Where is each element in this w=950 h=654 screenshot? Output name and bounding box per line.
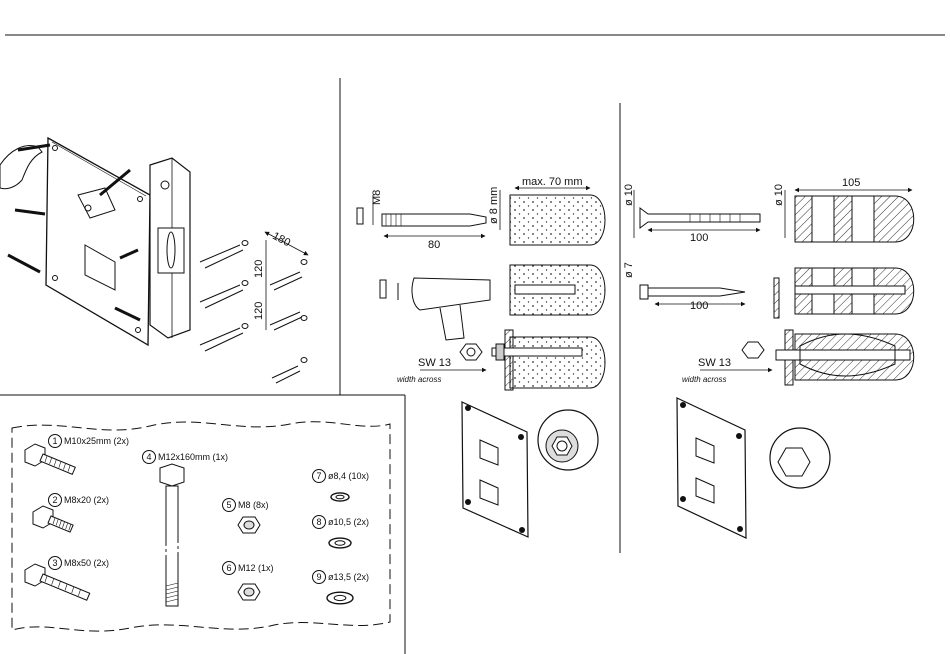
plate-with-nut-illustration-right [677,398,830,538]
part-item-3: 3 M8x50 (2x) [25,557,109,601]
plate-with-nut-illustration [462,402,598,537]
part-label: M8x50 (2x) [64,558,109,568]
dim-120-bottom: 120 [253,302,265,320]
part-item-6: 6 M12 (1x) [223,562,274,601]
part-label: ø8,4 (10x) [328,471,369,481]
bolt-icon [33,506,73,532]
hammer-icon [412,278,490,310]
dim-120-top: 120 [253,260,265,278]
part-label: M12 (1x) [238,563,274,573]
concrete-block-3 [510,337,605,388]
part-number: 2 [52,495,57,505]
concrete-anchor-diagram [357,188,605,390]
label-100-top: 100 [690,232,708,244]
nut-icon [238,517,260,533]
part-label: ø13,5 (2x) [328,572,369,582]
part-number: 9 [316,572,321,582]
part-label: ø10,5 (2x) [328,517,369,527]
bolt-icon [25,444,75,474]
nut-front-icon-right [742,342,764,358]
part-item-1: 1 M10x25mm (2x) [25,435,129,475]
label-100-bottom: 100 [690,300,708,312]
part-number: 8 [316,517,321,527]
part-label: M8 (8x) [238,500,269,510]
part-item-2: 2 M8x20 (2x) [33,494,109,533]
dim-180: 180 [270,230,292,249]
part-number: 4 [146,452,151,462]
label-dia10-left: ø 10 [623,184,635,206]
part-number: 6 [226,563,231,573]
part-label: M8x20 (2x) [64,495,109,505]
part-item-4: 4 M12x160mm (1x) [143,451,229,607]
label-width-across-right: width across [682,375,726,384]
part-number: 5 [226,500,231,510]
washer-icon [331,493,349,501]
label-105: 105 [842,177,860,189]
part-number: 3 [52,558,57,568]
long-bolt-icon [160,464,184,606]
part-item-8: 8 ø10,5 (2x) [313,516,370,548]
label-sw13-left: SW 13 [418,357,451,369]
hollow-wall-diagram [634,190,914,385]
part-item-9: 9 ø13,5 (2x) [313,571,370,604]
washer-icon [327,592,353,604]
washer-icon [329,538,351,548]
wood-screw [648,288,745,296]
nut-front-icon [460,344,482,360]
label-sw13-right: SW 13 [698,357,731,369]
label-m8: M8 [371,190,383,205]
part-label: M10x25mm (2x) [64,436,129,446]
label-width-across-left: width across [397,375,441,384]
concrete-block-1 [510,195,605,245]
part-item-7: 7 ø8,4 (10x) [313,470,370,502]
part-number: 1 [52,436,57,446]
label-dia7: ø 7 [623,262,635,278]
label-dia10-right: ø 10 [773,184,785,206]
nut-icon [238,584,260,600]
label-max-70mm: max. 70 mm [522,176,583,188]
part-label: M12x160mm (1x) [158,452,228,462]
part-number: 7 [316,471,321,481]
hand-icon [0,146,42,189]
label-dia-8mm: ø 8 mm [488,187,500,224]
anchor-bolt [382,214,486,226]
part-item-5: 5 M8 (8x) [223,499,269,534]
mounting-plate [46,138,150,345]
label-80: 80 [428,239,440,251]
